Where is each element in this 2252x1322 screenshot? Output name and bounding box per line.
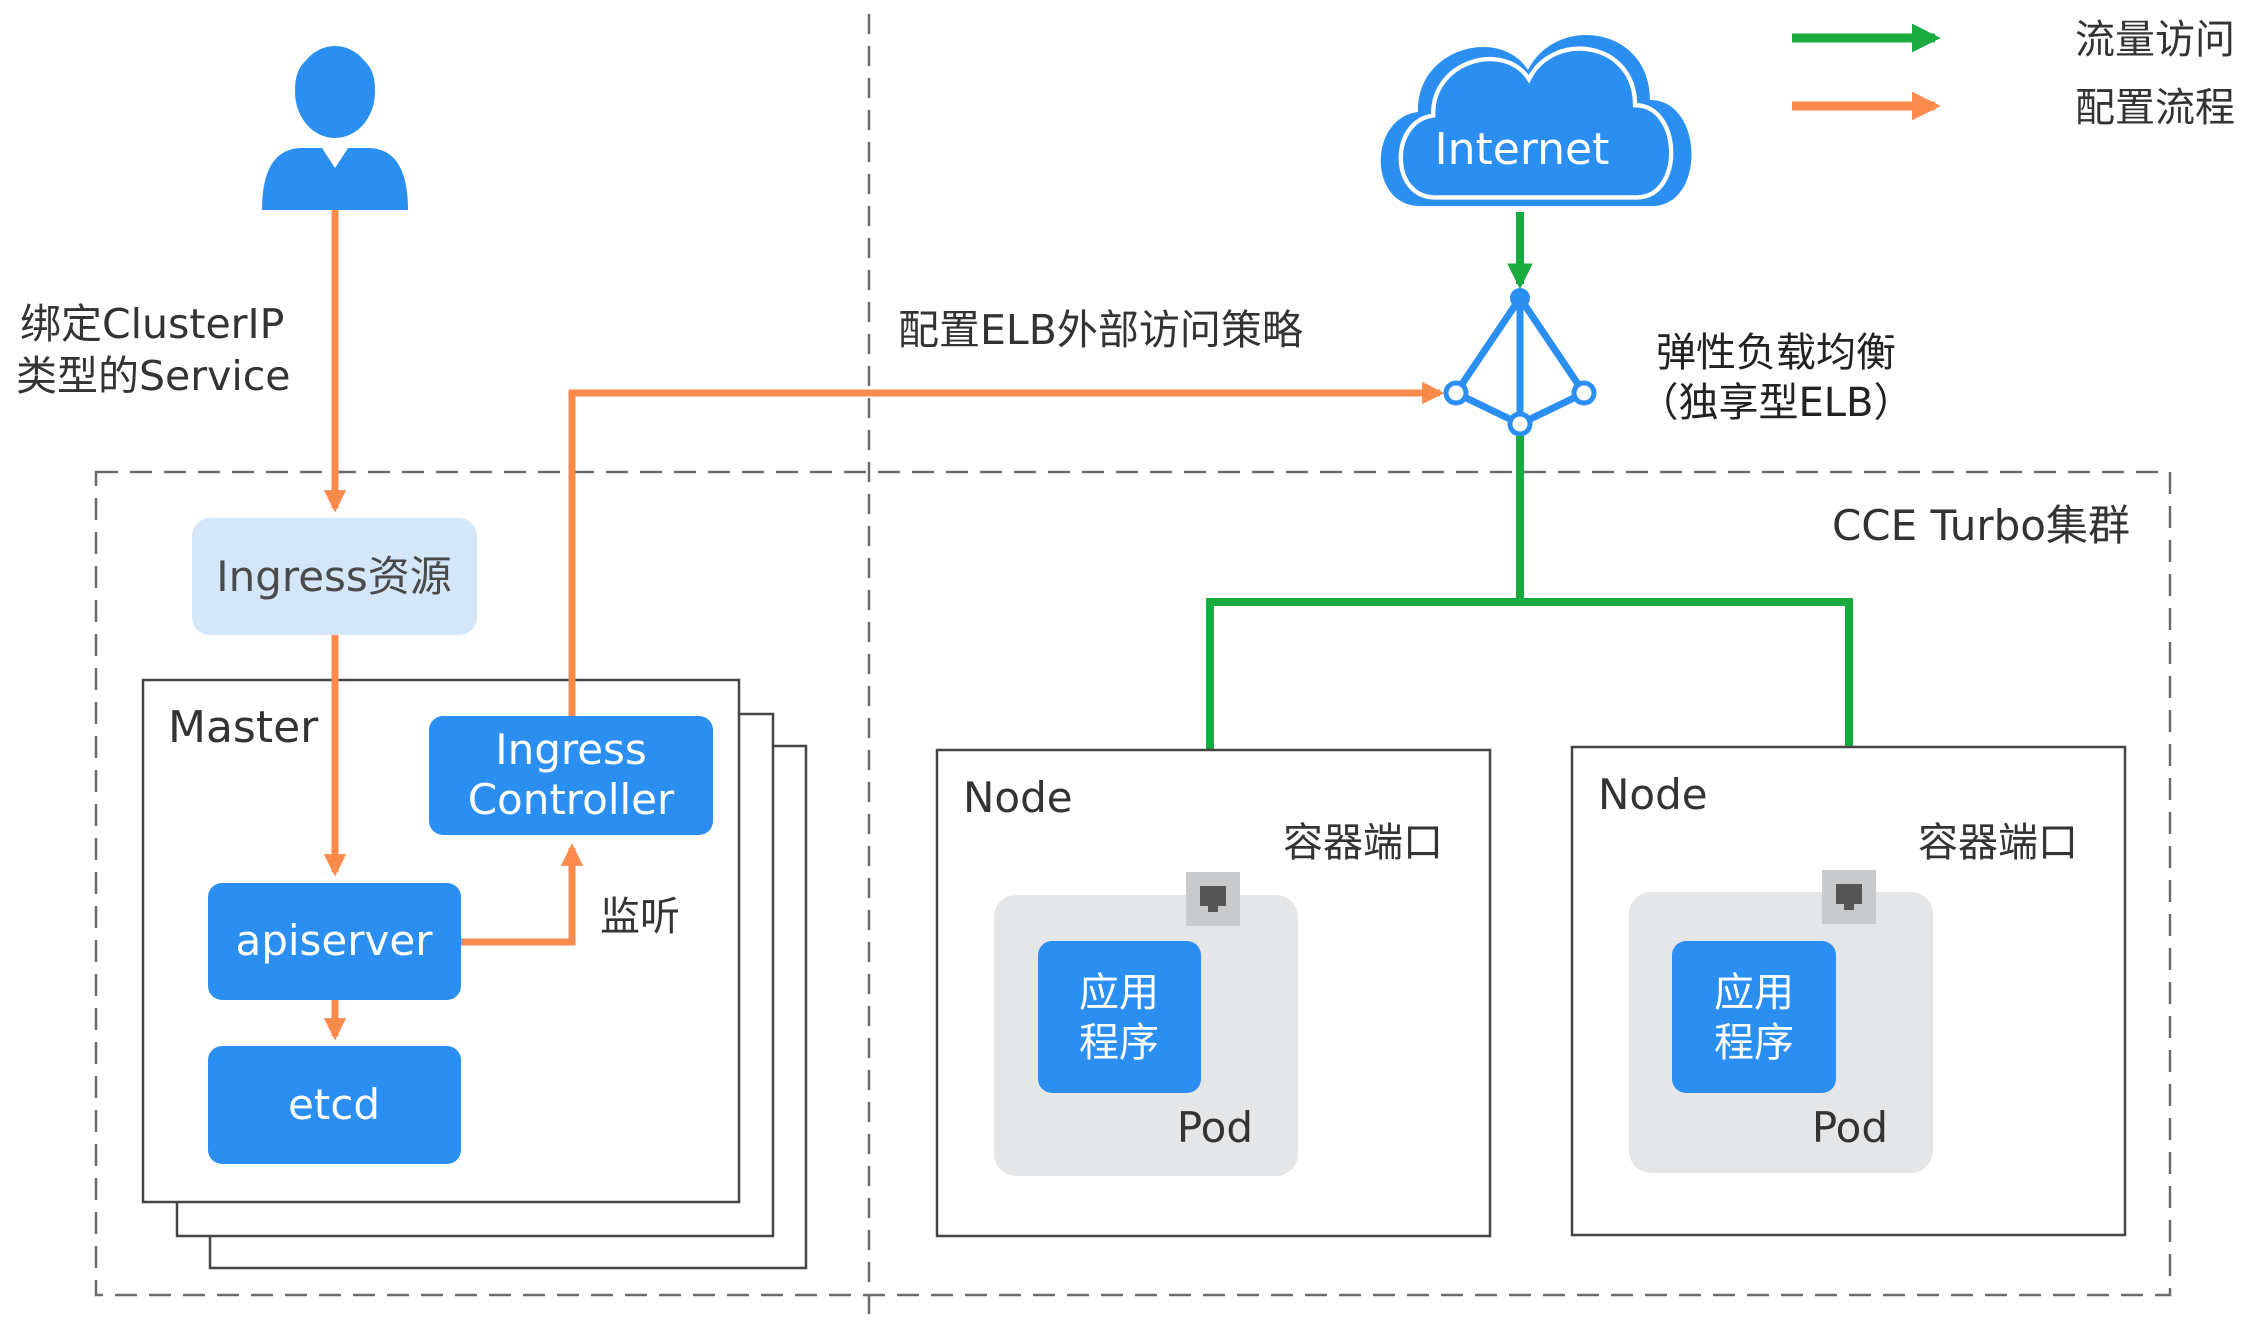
etcd-label: etcd (288, 1080, 380, 1129)
elb-label-line2: （独享型ELB） (1639, 380, 1914, 426)
legend: 流量访问 配置流程 (1792, 17, 2235, 131)
ingress-controller-line2: Controller (468, 775, 675, 824)
watch-arrow (461, 843, 584, 946)
node-label: Node (1598, 770, 1708, 819)
master-label: Master (168, 702, 319, 753)
pod-label: Pod (1812, 1103, 1888, 1152)
config-arrow-controller-to-elb (568, 381, 1445, 716)
app-label-line1: 应用 (1714, 970, 1794, 1016)
cluster-boundary (94, 470, 2172, 1297)
container-port-label: 容器端口 (1283, 820, 1443, 866)
app-label-line1: 应用 (1079, 970, 1159, 1016)
node-2: Node 容器端口 应用 程序 Pod (1570, 745, 2127, 1237)
ingress-resource-box (192, 518, 477, 635)
container-port-icon (1186, 872, 1240, 926)
ingress-resource-label: Ingress资源 (216, 552, 452, 601)
elb-config-label: 配置ELB外部访问策略 (898, 306, 1303, 354)
legend-traffic-label: 流量访问 (2075, 17, 2235, 63)
app-label-line2: 程序 (1079, 1020, 1159, 1066)
load-balancer-icon (1443, 288, 1597, 437)
ingress-controller-line1: Ingress (495, 725, 647, 774)
elb-label-line1: 弹性负载均衡 (1656, 330, 1896, 376)
apiserver-label: apiserver (235, 916, 433, 965)
node-1: Node 容器端口 应用 程序 Pod (935, 748, 1492, 1238)
app-box (1038, 941, 1201, 1093)
watch-label: 监听 (600, 894, 680, 940)
user-icon (262, 46, 408, 210)
etcd-box (208, 1046, 461, 1164)
app-label-line2: 程序 (1714, 1020, 1794, 1066)
apiserver-box (208, 883, 461, 1000)
app-box (1672, 941, 1836, 1093)
bind-service-line2: 类型的Service (16, 352, 291, 400)
legend-config-label: 配置流程 (2075, 85, 2235, 131)
pod-label: Pod (1177, 1103, 1253, 1152)
ingress-controller-box (429, 716, 713, 835)
cluster-label: CCE Turbo集群 (1832, 501, 2130, 550)
internet-label: Internet (1435, 124, 1610, 175)
container-port-icon (1822, 870, 1876, 924)
container-port-label: 容器端口 (1918, 820, 2078, 866)
node-label: Node (963, 773, 1073, 822)
bind-service-line1: 绑定ClusterIP (20, 300, 284, 348)
cloud-icon (1380, 34, 1692, 206)
